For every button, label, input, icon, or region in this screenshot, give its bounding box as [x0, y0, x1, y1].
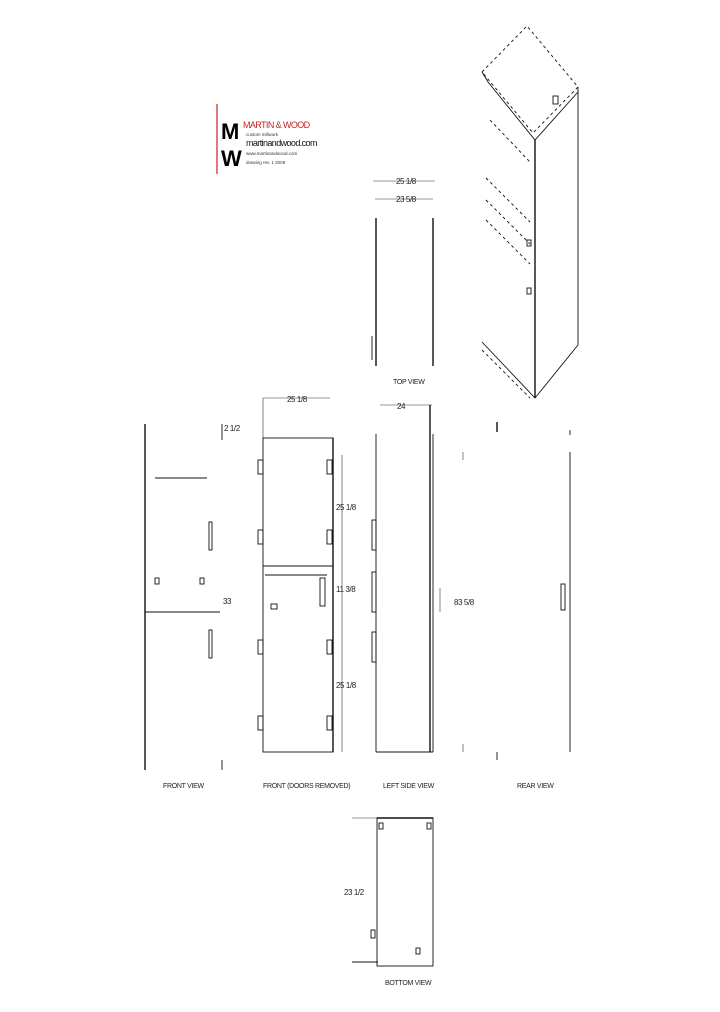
fdr-bracket-1 [326, 459, 333, 475]
logo-letters-top: M [221, 119, 239, 144]
iso-handle-low [526, 287, 532, 295]
fdr-knob [270, 603, 278, 610]
front-knob-left [154, 577, 160, 585]
logo-tagline: custom millwork [246, 132, 279, 137]
bv-outline [376, 817, 434, 967]
front-dim-mid: 33 [223, 597, 232, 606]
rear-view-label: REAR VIEW [517, 783, 554, 790]
rear-handle [560, 583, 566, 611]
left-side-view: 24 83 5/8 LEFT SIDE VIEW [371, 402, 475, 790]
ls-mark-mid [371, 571, 377, 613]
bv-foot-4 [415, 947, 421, 955]
ls-mark-upper [371, 519, 377, 551]
isometric-view [481, 25, 579, 399]
rear-view: REAR VIEW [496, 422, 571, 790]
bv-dim-depth: 23 1/2 [344, 888, 365, 897]
fdr-dim-mid: 11 3/8 [336, 585, 356, 594]
iso-door-dash-3 [485, 219, 531, 265]
fdr-bracket-3 [326, 639, 333, 655]
ls-dim-height: 83 5/8 [454, 598, 475, 607]
top-dim-outer: 25 1/8 [396, 177, 417, 186]
iso-door-dash-1 [485, 177, 531, 223]
fdr-hinge-3 [257, 639, 264, 655]
front-doors-removed-view: 25 1/8 25 1/8 11 3/8 25 1/8 FRONT (DOORS… [257, 395, 357, 790]
iso-top-face [481, 25, 579, 134]
front-dim-top: 2 1/2 [224, 424, 241, 433]
bv-foot-2 [426, 822, 432, 830]
top-dim-inner: 23 5/8 [396, 195, 417, 204]
fdr-cabinet-outline [262, 437, 334, 753]
bottom-view: 23 1/2 BOTTOM VIEW [344, 817, 434, 987]
fdr-dim-lower: 25 1/8 [336, 681, 357, 690]
logo-brand-name: MARTIN & WOOD [243, 120, 311, 130]
ls-view-label: LEFT SIDE VIEW [383, 783, 435, 790]
logo-line1: www.martinandwood.com [246, 151, 298, 156]
bv-foot-3 [370, 929, 376, 939]
ls-dim-depth: 24 [397, 402, 406, 411]
front-view: 2 1/2 33 FRONT VIEW [144, 424, 241, 790]
fdr-bracket-4 [326, 715, 333, 731]
front-view-label: FRONT VIEW [163, 783, 205, 790]
iso-handle-top [552, 95, 559, 105]
top-view: 25 1/8 23 5/8 TOP VIEW [371, 177, 435, 386]
fdr-hinge-2 [257, 529, 264, 545]
logo-line2: drawing rev. 1 2009 [246, 160, 286, 165]
fdr-bracket-2 [326, 529, 333, 545]
bv-foot-1 [378, 822, 384, 830]
front-handle-lower [208, 629, 213, 659]
fdr-dim-width: 25 1/8 [287, 395, 308, 404]
fdr-hinge-1 [257, 459, 264, 475]
logo-website: martinandwood.com [246, 138, 317, 148]
company-logo: M W MARTIN & WOOD custom millwork martin… [216, 104, 318, 174]
bv-view-label: BOTTOM VIEW [385, 980, 432, 987]
front-knob-right [199, 577, 205, 585]
fdr-view-label: FRONT (DOORS REMOVED) [263, 783, 350, 790]
iso-upper-dash [489, 119, 531, 163]
fdr-dim-upper: 25 1/8 [336, 503, 357, 512]
logo-letters-bottom: W [221, 146, 242, 171]
front-handle-upper [208, 521, 213, 551]
ls-mark-lower [371, 631, 377, 663]
iso-door-dash-2 [485, 199, 531, 245]
fdr-handle [319, 577, 326, 607]
iso-handle-mid [526, 239, 532, 247]
iso-bottom-edge [481, 341, 579, 399]
fdr-hinge-4 [257, 715, 264, 731]
iso-base-dash [481, 349, 531, 399]
top-view-label: TOP VIEW [393, 379, 425, 386]
